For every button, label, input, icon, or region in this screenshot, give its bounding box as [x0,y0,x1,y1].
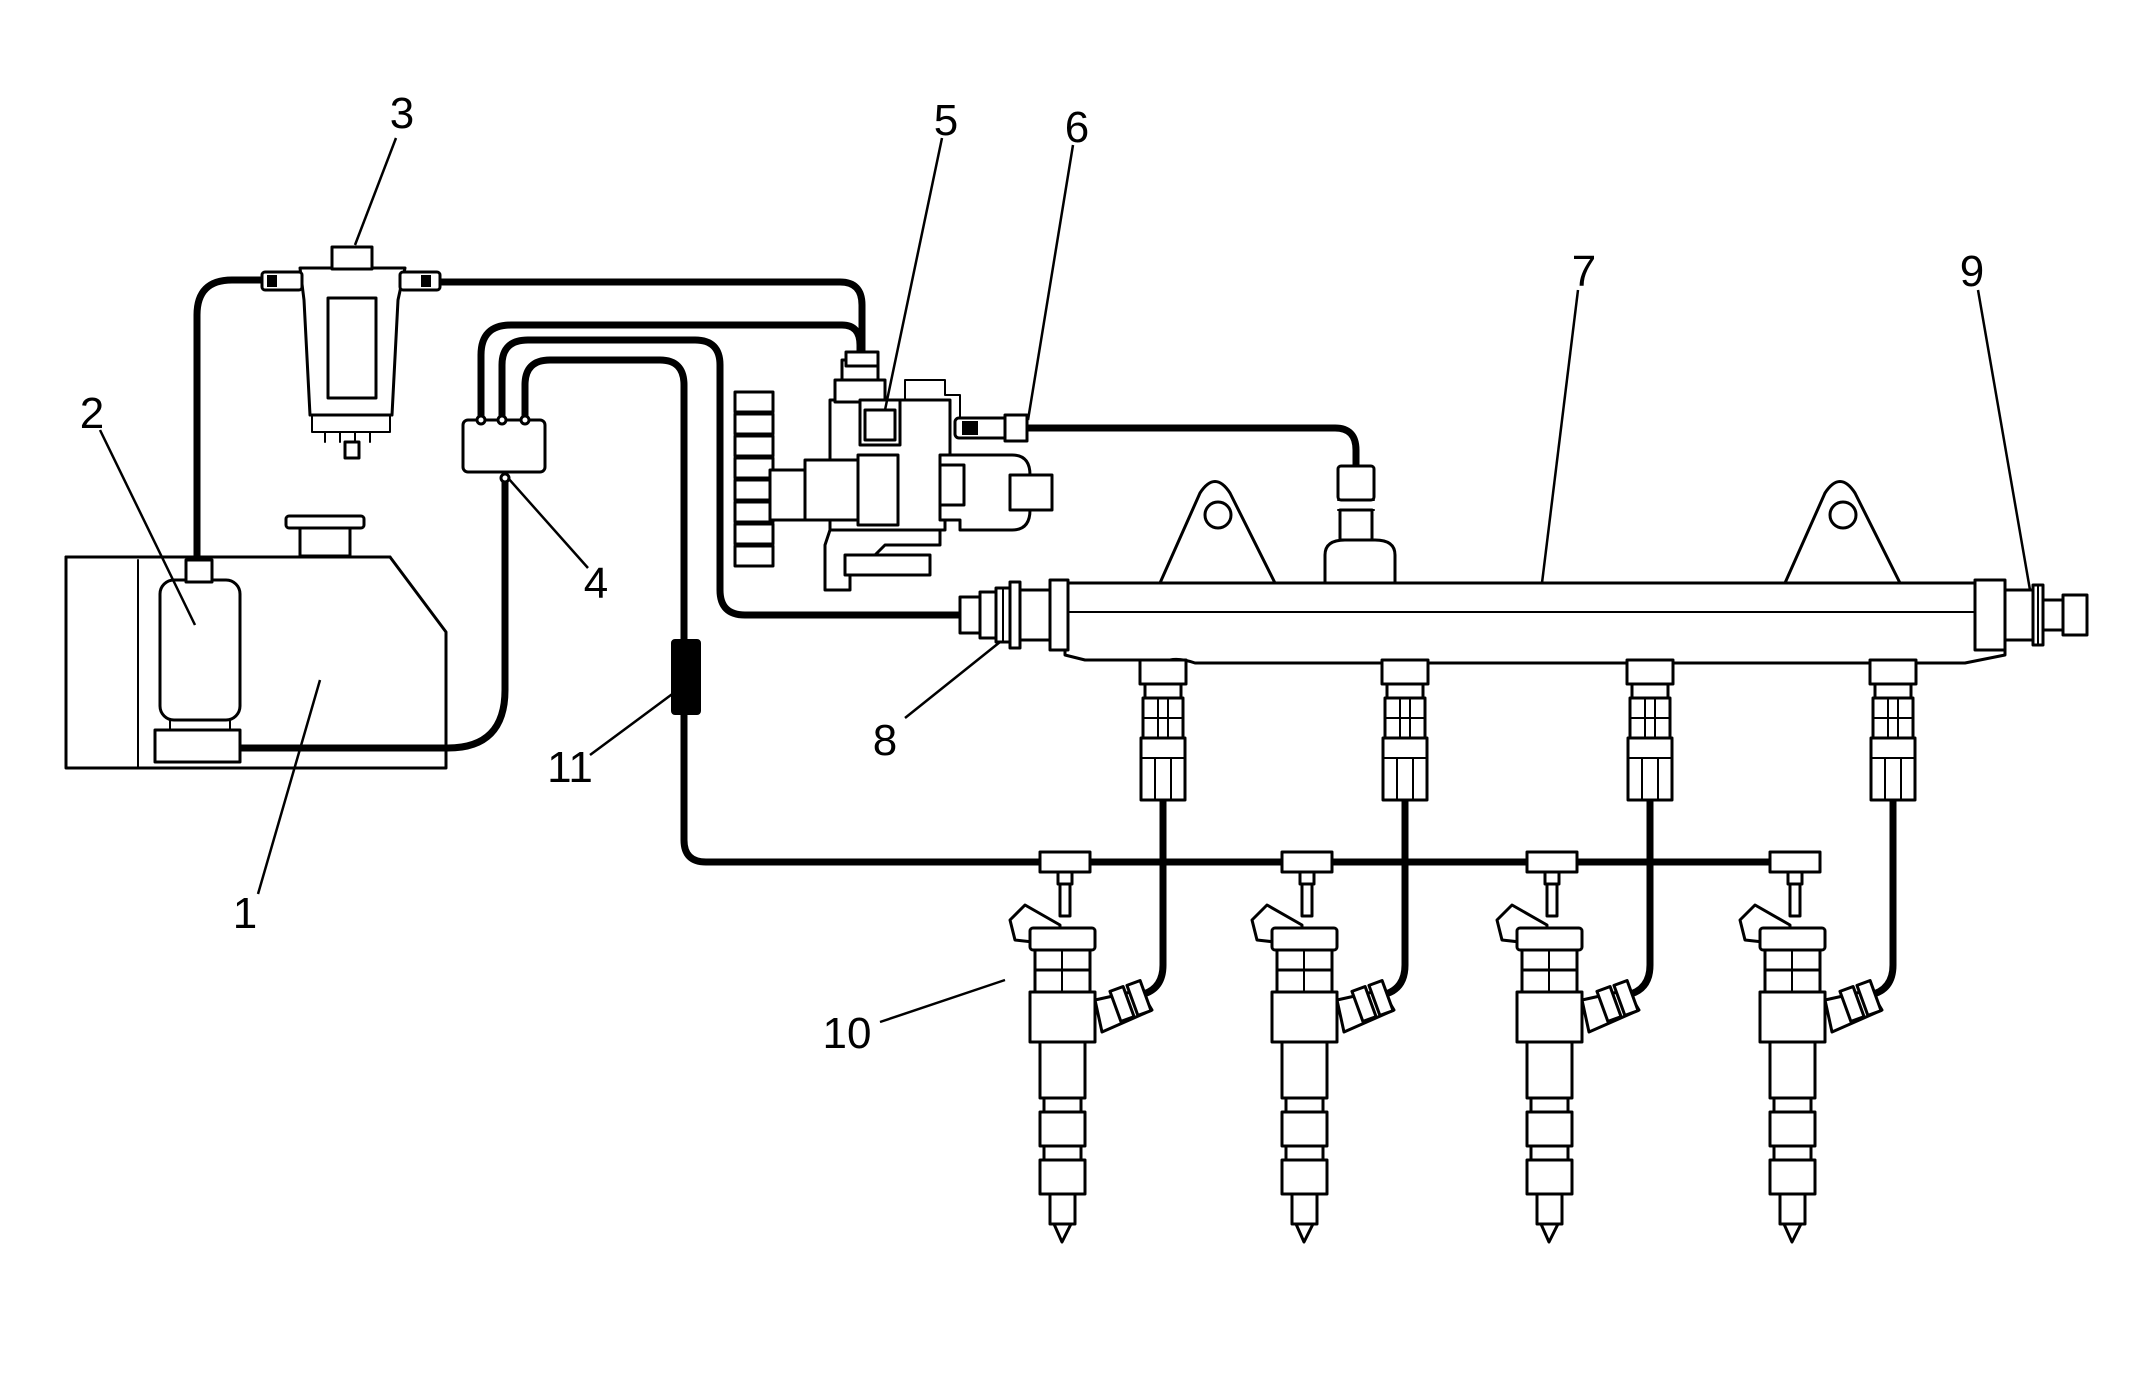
callout-6: 6 [1065,103,1089,152]
inline-fuel-cooler [671,639,701,715]
leader-lines [98,137,2032,1024]
fuel-line-pump-to-filter [193,276,274,564]
callout-9: 9 [1960,247,1984,296]
pressure-regulator [958,578,1070,652]
callout-3: 3 [390,89,414,138]
rail-outlet-4 [1868,658,1918,802]
fuel-line-return-tank [231,474,509,752]
injector-2 [1250,850,1396,1244]
rail-pressure-sensor [1973,578,2089,652]
injector-feed-line-4 [1851,796,1897,1004]
fuel-line-filter-to-pump [416,278,866,359]
callout-7: 7 [1572,247,1596,296]
callout-8: 8 [873,716,897,765]
rail-outlet-1 [1138,658,1188,802]
pump-drive-fins [733,390,775,568]
fuel-filter [260,245,442,460]
injector-feed-line-1 [1121,796,1167,1004]
fuel-lines [193,276,1897,1004]
fuel-pump [153,558,242,764]
fuel-line-junction-to-regulator [498,336,964,619]
callouts: 1 2 3 4 5 6 7 8 9 10 11 [80,89,1984,1058]
fuel-line-pump-to-rail [1018,424,1360,469]
return-junction-block [461,414,547,484]
injector-3 [1495,850,1641,1244]
rail-outlet-2 [1380,658,1430,802]
fuel-tank [64,514,448,770]
callout-10: 10 [823,1009,872,1058]
injector-4 [1738,850,1884,1244]
callout-4: 4 [584,559,608,608]
callout-5: 5 [934,96,958,145]
high-pressure-pump [733,350,1054,592]
injector-feed-line-2 [1363,796,1409,1004]
injector-feed-line-3 [1608,796,1654,1004]
injector-1 [1008,850,1154,1244]
fuel-line-junction-to-pump [477,321,864,424]
common-rail [1063,464,2007,802]
rail-outlet-3 [1625,658,1675,802]
callout-11: 11 [547,743,593,792]
callout-1: 1 [233,889,257,938]
callout-2: 2 [80,389,104,438]
fuel-line-leakoff-return [521,356,1794,866]
